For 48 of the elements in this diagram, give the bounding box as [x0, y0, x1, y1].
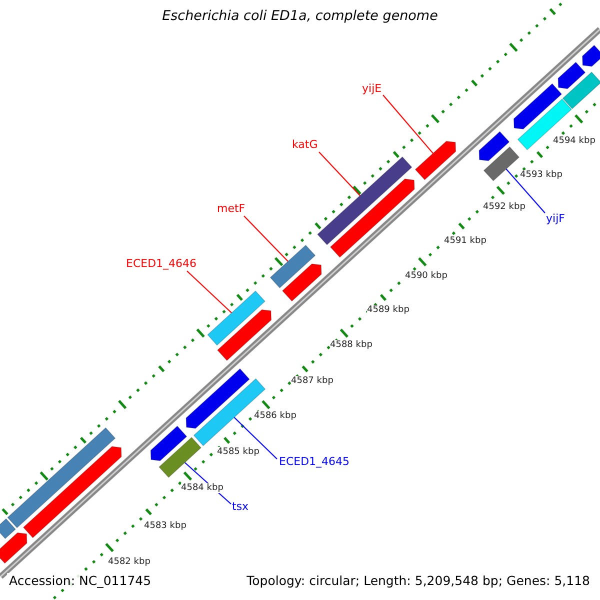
diagram-title: Escherichia coli ED1a, complete genome — [161, 9, 439, 25]
scale-label: 4591 kbp — [444, 236, 486, 246]
gene-label: yijF — [546, 213, 565, 226]
gene-bar — [7, 427, 116, 528]
gene-feature — [22, 446, 122, 538]
gene-bar — [317, 156, 412, 246]
gene-feature — [582, 44, 600, 67]
scale-label: 4584 kbp — [181, 483, 224, 494]
gene-bar — [483, 146, 520, 182]
scale-label: 4594 kbp — [553, 136, 596, 146]
leader-line — [506, 168, 546, 214]
scale-label: 4593 kbp — [520, 170, 562, 180]
gene-feature — [478, 131, 510, 162]
gene-label: yijE — [362, 83, 382, 96]
scale-label: 4587 kbp — [291, 376, 334, 386]
leader-line — [318, 152, 360, 196]
leader-line — [234, 417, 278, 460]
gene-label: katG — [292, 139, 318, 152]
scale-label: 4583 kbp — [144, 521, 186, 532]
leader-line — [382, 94, 434, 154]
gene-feature — [514, 83, 562, 130]
scale-label: 4592 kbp — [483, 202, 526, 212]
gene-bar — [207, 290, 266, 346]
scale-label: 4586 kbp — [254, 411, 296, 422]
gene-bar — [562, 72, 600, 110]
gene-label: ECED1_4646 — [126, 258, 197, 271]
gene-label: ECED1_4645 — [279, 456, 350, 469]
gene-label: metF — [217, 203, 246, 216]
scale-label: 4590 kbp — [405, 271, 448, 282]
leader-line — [186, 270, 232, 314]
scale-label: 4589 kbp — [367, 305, 410, 316]
scale-label: 4582 kbp — [108, 557, 150, 568]
gene-bar — [270, 244, 316, 288]
gene-feature — [0, 532, 28, 564]
gene-feature — [414, 140, 456, 180]
footer-text: Topology: circular; Length: 5,209,548 bp; Genes: 5,118 — [244, 573, 592, 590]
gene-bar — [158, 436, 202, 478]
gene-feature — [558, 62, 586, 90]
gene-feature — [330, 178, 415, 258]
gene-label: tsx — [232, 501, 249, 514]
gene-feature — [282, 264, 322, 302]
gene-bar — [0, 518, 16, 540]
scale-label: 4588 kbp — [330, 340, 372, 350]
gene-feature — [150, 426, 188, 462]
gene-feature — [217, 309, 272, 361]
scale-label: 4585 kbp — [217, 447, 260, 458]
gene-feature — [186, 368, 250, 429]
leader-line — [244, 216, 288, 262]
